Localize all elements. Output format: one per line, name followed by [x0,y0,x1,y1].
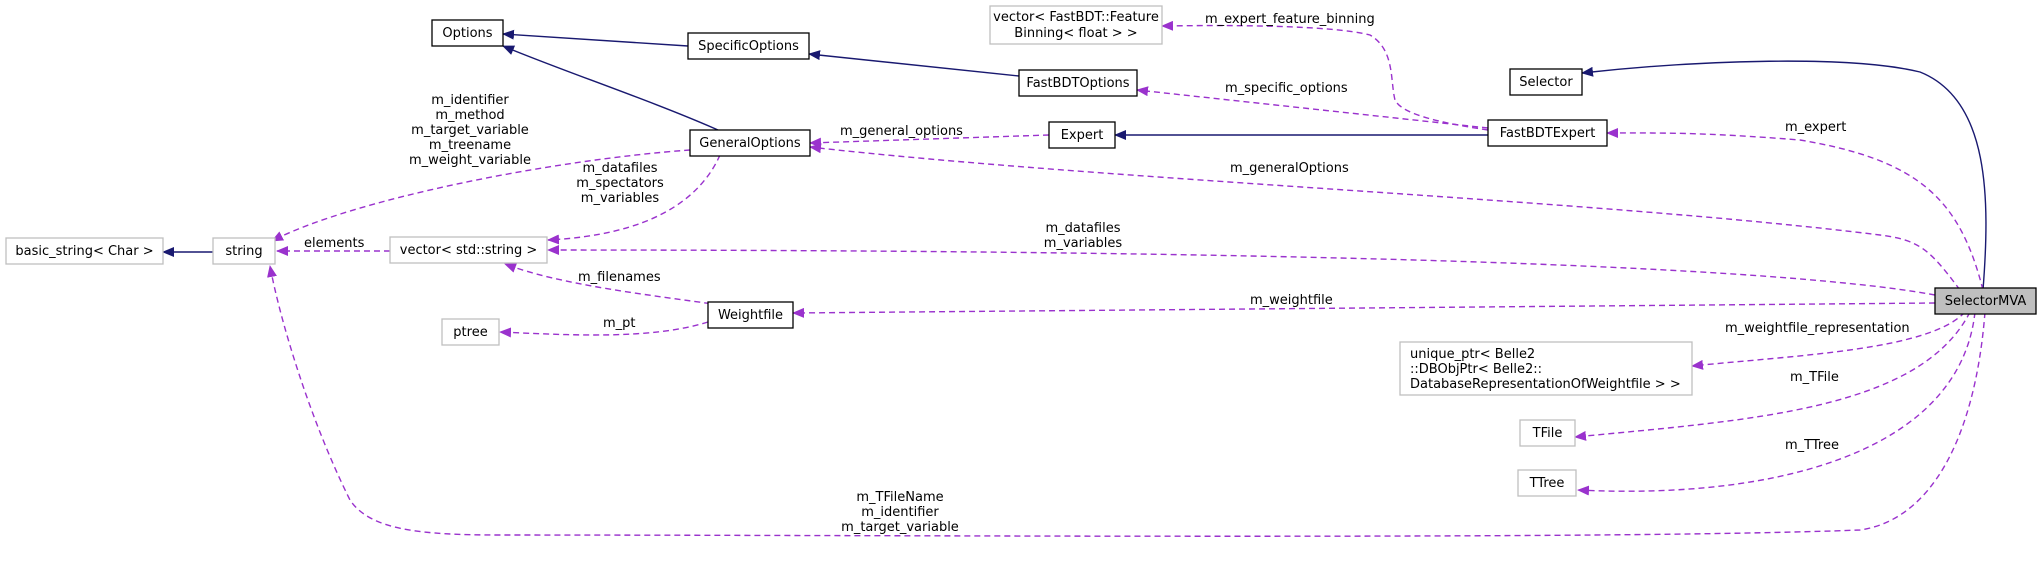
svg-text:ptree: ptree [453,325,487,340]
svg-text:FastBDTOptions: FastBDTOptions [1026,76,1129,91]
svg-text:m_identifier: m_identifier [861,505,939,520]
svg-text:vector< FastBDT::Feature: vector< FastBDT::Feature [993,10,1159,25]
label-generaloptions-to-string: m_identifier m_method m_target_variable … [409,93,531,168]
label-specific-options: m_specific_options [1225,81,1348,96]
node-generaloptions[interactable]: GeneralOptions [689,129,811,157]
node-tfile[interactable]: TFile [1519,419,1576,447]
edge-generaloptions-options [502,45,719,131]
svg-text:FastBDTExpert: FastBDTExpert [1500,126,1596,141]
label-selectormva-to-vector: m_datafiles m_variables [1044,221,1123,251]
svg-text:Binning< float > >: Binning< float > > [1014,26,1137,41]
svg-text:m_identifier: m_identifier [431,93,509,108]
label-pt: m_pt [603,316,636,331]
label-elements: elements [304,236,365,251]
node-basic-string[interactable]: basic_string< Char > [5,237,164,265]
edge-fastbdtoptions-specificoptions [808,50,1020,77]
svg-text:SpecificOptions: SpecificOptions [698,39,799,54]
svg-text:Options: Options [442,26,492,41]
node-weightfile[interactable]: Weightfile [707,301,794,329]
svg-text:m_spectators: m_spectators [576,176,664,191]
svg-text:string: string [225,244,262,259]
svg-text:m_target_variable: m_target_variable [841,520,959,535]
node-selector[interactable]: Selector [1509,68,1583,96]
svg-text:SelectorMVA: SelectorMVA [1945,294,2027,309]
svg-text:m_datafiles: m_datafiles [1045,221,1120,236]
svg-text:unique_ptr< Belle2: unique_ptr< Belle2 [1410,347,1535,362]
svg-text:TTree: TTree [1529,476,1565,491]
edge-selectormva-vector [547,245,1936,296]
svg-text:Weightfile: Weightfile [718,308,783,323]
label-tfile: m_TFile [1790,370,1839,385]
node-fastbdtexpert[interactable]: FastBDTExpert [1487,119,1608,147]
svg-text:m_variables: m_variables [1044,236,1123,251]
svg-text:basic_string< Char >: basic_string< Char > [15,244,153,259]
edge-selectormva-uniqueptr [1691,311,1966,370]
edge-fastbdtexpert-fastbdtoptions [1136,86,1489,129]
node-selectormva[interactable]: SelectorMVA [1934,287,2037,315]
edge-specificoptions-options [502,29,689,47]
edge-selectormva-ttree [1577,311,1976,496]
edge-selectormva-selector [1581,60,1987,291]
svg-text:Expert: Expert [1061,128,1104,143]
edge-selectormva-weightfile [792,302,1936,318]
node-string[interactable]: string [212,237,276,265]
label-generaloptions-member: m_generalOptions [1230,161,1349,176]
node-fastbdt-feature-binning[interactable]: vector< FastBDT::Feature Binning< float … [989,5,1163,45]
label-general-options: m_general_options [840,124,963,139]
svg-text:m_weight_variable: m_weight_variable [409,153,531,168]
label-weightfile-representation: m_weightfile_representation [1725,321,1910,336]
node-options[interactable]: Options [431,19,504,47]
node-fastbdtoptions[interactable]: FastBDTOptions [1018,69,1138,97]
edge-selectormva-fastbdtexpert [1606,127,1984,291]
edge-weightfile-vector [504,263,721,306]
edge-selectormva-tfile [1574,311,1971,441]
label-expert: m_expert [1785,120,1846,135]
label-selectormva-to-string: m_TFileName m_identifier m_target_variab… [841,490,959,535]
edge-weightfile-ptree [499,321,709,338]
edge-generaloptions-vector [547,154,721,245]
label-generaloptions-to-vector: m_datafiles m_spectators m_variables [576,161,664,206]
svg-text:::DBObjPtr< Belle2::: ::DBObjPtr< Belle2:: [1410,362,1542,377]
svg-text:m_datafiles: m_datafiles [582,161,657,176]
node-specificoptions[interactable]: SpecificOptions [687,32,810,60]
svg-text:DatabaseRepresentationOfWeight: DatabaseRepresentationOfWeightfile > > [1410,377,1681,392]
edge-fastbdtexpert-binning [1161,20,1489,131]
label-filenames: m_filenames [578,270,661,285]
label-ttree: m_TTree [1785,438,1839,453]
svg-text:TFile: TFile [1532,426,1563,441]
edge-generaloptions-string [271,149,691,242]
node-ttree[interactable]: TTree [1517,469,1577,497]
svg-text:m_treename: m_treename [429,138,511,153]
node-expert[interactable]: Expert [1048,121,1116,149]
svg-text:m_TFileName: m_TFileName [856,490,943,505]
edge-selectormva-generaloptions [809,143,1961,291]
svg-text:GeneralOptions: GeneralOptions [699,136,801,151]
svg-text:Selector: Selector [1519,75,1573,90]
node-vector-string[interactable]: vector< std::string > [389,236,548,264]
node-ptree[interactable]: ptree [441,318,500,346]
label-weightfile: m_weightfile [1250,293,1333,308]
svg-text:vector< std::string >: vector< std::string > [400,243,537,258]
svg-text:m_variables: m_variables [581,191,660,206]
svg-text:m_method: m_method [435,108,504,123]
label-expert-feature-binning: m_expert_feature_binning [1205,12,1375,27]
edge-selectormva-string [267,265,1986,537]
node-unique-ptr[interactable]: unique_ptr< Belle2 ::DBObjPtr< Belle2:: … [1399,341,1693,396]
svg-text:m_target_variable: m_target_variable [411,123,529,138]
